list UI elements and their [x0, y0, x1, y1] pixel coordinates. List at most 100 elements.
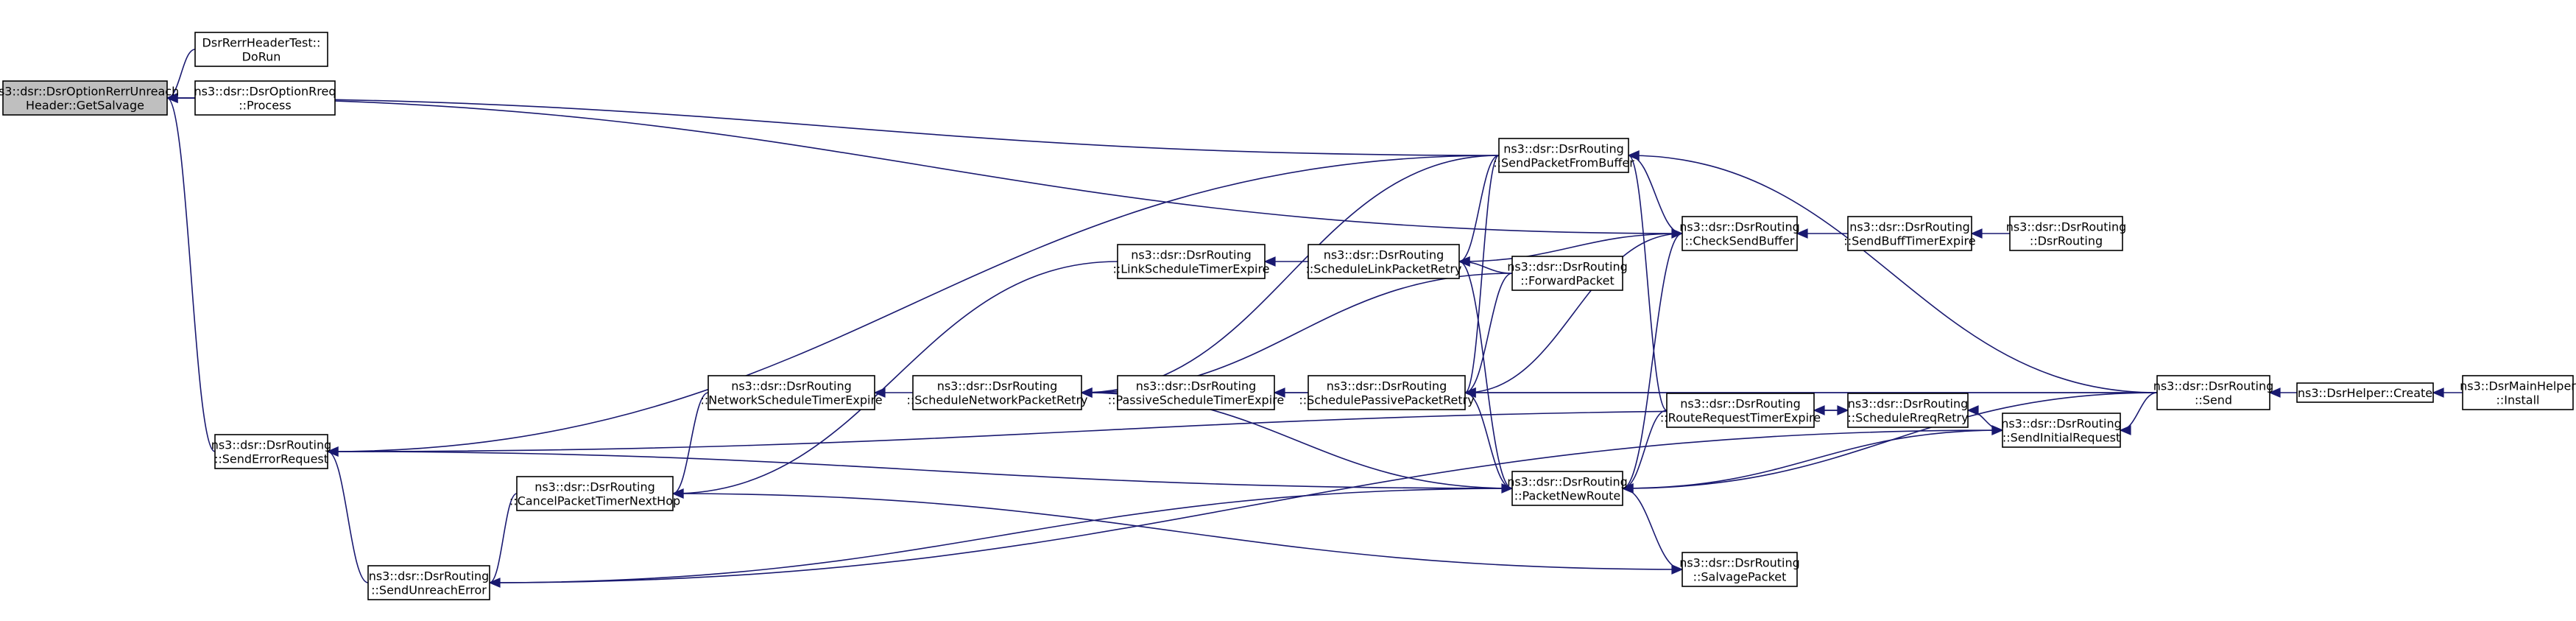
node-label: DoRun	[242, 50, 281, 64]
edge-cancel-to-salvage	[672, 493, 1684, 575]
node-netexpire[interactable]: ns3::dsr::DsrRouting::NetworkScheduleTim…	[700, 375, 883, 410]
edge-arrowhead	[166, 93, 178, 103]
node-label: ::CheckSendBuffer	[1685, 234, 1795, 248]
edge-arrowhead	[1621, 483, 1634, 494]
node-optprocess[interactable]: ns3::dsr::DsrOptionRreq::Process	[194, 80, 336, 116]
node-label: ns3::dsr::DsrRouting	[211, 438, 332, 452]
edge-line	[327, 451, 369, 583]
node-senderror[interactable]: ns3::dsr::DsrRouting::SendErrorRequest	[211, 434, 332, 469]
node-box	[516, 476, 674, 511]
node-salvage[interactable]: ns3::dsr::DsrRouting::SalvagePacket	[1679, 552, 1800, 587]
node-label: ::SchedulePassivePacketRetry	[1299, 393, 1474, 407]
node-label: DsrRerrHeaderTest::	[202, 36, 321, 50]
node-unreach[interactable]: ns3::dsr::DsrRouting::SendUnreachError	[367, 565, 490, 600]
edge-sendbuf-to-senderror	[326, 155, 1500, 457]
node-label: ns3::dsr::DsrRouting	[1507, 475, 1628, 489]
edge-arrowhead	[1080, 387, 1093, 398]
edge-line	[1458, 233, 1683, 262]
node-label: ::SendErrorRequest	[214, 452, 328, 466]
edge-line	[1458, 155, 1500, 262]
edge-arrowhead	[1837, 405, 1849, 415]
node-box	[1308, 375, 1466, 410]
node-label: ::SendUnreachError	[371, 583, 487, 597]
node-passretry[interactable]: ns3::dsr::DsrRouting::SchedulePassivePac…	[1299, 375, 1475, 410]
node-cancel[interactable]: ns3::dsr::DsrRouting::CancelPacketTimerN…	[509, 476, 680, 511]
node-label: ns3::dsr::DsrRouting	[534, 480, 655, 494]
node-getsalvage[interactable]: ns3::dsr::DsrOptionRerrUnreachHeader::Ge…	[0, 80, 179, 116]
node-forward[interactable]: ns3::dsr::DsrRouting::ForwardPacket	[1507, 256, 1628, 291]
edge-line	[327, 410, 1849, 452]
node-checkbuf[interactable]: ns3::dsr::DsrRouting::CheckSendBuffer	[1679, 216, 1800, 251]
node-box	[2462, 375, 2574, 410]
node-label: ::Send	[2195, 393, 2232, 407]
node-box	[1498, 138, 1629, 173]
node-create[interactable]: ns3::DsrHelper::Create	[2296, 382, 2434, 403]
edge-line	[1464, 233, 1683, 393]
edge-line	[1464, 392, 1513, 489]
node-passexpire[interactable]: ns3::dsr::DsrRouting::PassiveScheduleTim…	[1108, 375, 1284, 410]
edge-line	[1081, 273, 1513, 393]
node-label: ns3::dsr::DsrRouting	[369, 569, 490, 583]
node-ctor[interactable]: ns3::dsr::DsrRouting::DsrRouting	[2006, 216, 2127, 251]
node-label: ns3::dsr::DsrRouting	[2153, 379, 2274, 393]
node-box	[2296, 382, 2434, 403]
edge-pnr-to-initreq	[1622, 425, 2004, 489]
edge-netexpire-to-cancel	[671, 392, 709, 499]
node-rreqexpire[interactable]: ns3::dsr::DsrRouting::RouteRequestTimerE…	[1660, 393, 1821, 428]
edge-sendbuf-to-linkretry	[1458, 155, 1500, 267]
edge-checkbuf-to-passretry	[1464, 233, 1683, 398]
node-label: ::CancelPacketTimerNextHop	[509, 494, 680, 508]
edge-arrowhead	[1796, 228, 1808, 239]
node-label: ns3::dsr::DsrRouting	[937, 379, 1058, 393]
node-bufexpire[interactable]: ns3::dsr::DsrRouting::SendBuffTimerExpir…	[1843, 216, 1976, 251]
node-dorun[interactable]: DsrRerrHeaderTest::DoRun	[194, 32, 328, 67]
edge-line	[1458, 261, 1513, 489]
node-label: ns3::dsr::DsrRouting	[2001, 417, 2122, 431]
edge-line	[1464, 155, 1500, 393]
call-edges	[166, 49, 2463, 588]
node-install[interactable]: ns3::DsrMainHelper::Install	[2460, 375, 2576, 410]
edge-line	[327, 451, 1513, 489]
node-box	[2156, 375, 2270, 410]
node-linkretry[interactable]: ns3::dsr::DsrRouting::ScheduleLinkPacket…	[1306, 244, 1462, 279]
node-label: ::PacketNewRoute	[1514, 489, 1620, 503]
node-box	[1308, 244, 1460, 279]
node-label: ns3::dsr::DsrRouting	[1131, 248, 1252, 262]
node-label: ::Install	[2496, 393, 2540, 407]
node-initreq[interactable]: ns3::dsr::DsrRouting::SendInitialRequest	[2001, 413, 2122, 448]
node-box	[912, 375, 1082, 410]
edge-checkbuf-to-getsalvage	[166, 93, 1683, 234]
edge-line	[1622, 392, 2158, 489]
node-label: ns3::dsr::DsrRouting	[1679, 220, 1800, 234]
node-box	[1117, 244, 1266, 279]
node-label: Header::GetSalvage	[26, 99, 144, 113]
node-netretry[interactable]: ns3::dsr::DsrRouting::ScheduleNetworkPac…	[906, 375, 1088, 410]
node-box	[194, 80, 336, 116]
node-sendbuf[interactable]: ns3::dsr::DsrRouting::SendPacketFromBuff…	[1493, 138, 1634, 173]
node-linkexpire[interactable]: ns3::dsr::DsrRouting::LinkScheduleTimerE…	[1112, 244, 1270, 279]
node-label: ns3::dsr::DsrOptionRreq	[194, 85, 336, 99]
node-send[interactable]: ns3::dsr::DsrRouting::Send	[2153, 375, 2274, 410]
node-pnr[interactable]: ns3::dsr::DsrRouting::PacketNewRoute	[1507, 471, 1628, 506]
edge-send-to-pnr	[1621, 392, 2158, 494]
node-label: ::Process	[239, 99, 291, 113]
edge-arrowhead	[1501, 483, 1514, 494]
node-label: ::SendInitialRequest	[2002, 431, 2120, 445]
edge-line	[166, 97, 1500, 156]
node-label: ns3::DsrHelper::Create	[2298, 386, 2432, 400]
node-label: ::ForwardPacket	[1520, 274, 1614, 288]
edge-arrowhead	[2119, 425, 2131, 435]
node-label: ::SendPacketFromBuffer	[1493, 156, 1634, 170]
edge-unreach-to-pnr	[489, 483, 1514, 583]
node-reqretry[interactable]: ns3::dsr::DsrRouting::ScheduleRreqRetry	[1847, 393, 1969, 428]
edge-arrowhead	[1627, 150, 1640, 161]
edge-forward-to-passretry	[1464, 273, 1513, 398]
edge-bufexpire-to-checkbuf	[1796, 228, 1848, 239]
node-label: ns3::dsr::DsrRouting	[1849, 220, 1970, 234]
node-label: ns3::dsr::DsrRouting	[1679, 556, 1800, 570]
node-label: ns3::dsr::DsrRouting	[1848, 397, 1969, 411]
function-nodes: ns3::dsr::DsrOptionRerrUnreachHeader::Ge…	[0, 32, 2576, 600]
edge-pnr-to-checkbuf	[1622, 228, 1684, 489]
node-label: ns3::dsr::DsrRouting	[731, 379, 852, 393]
